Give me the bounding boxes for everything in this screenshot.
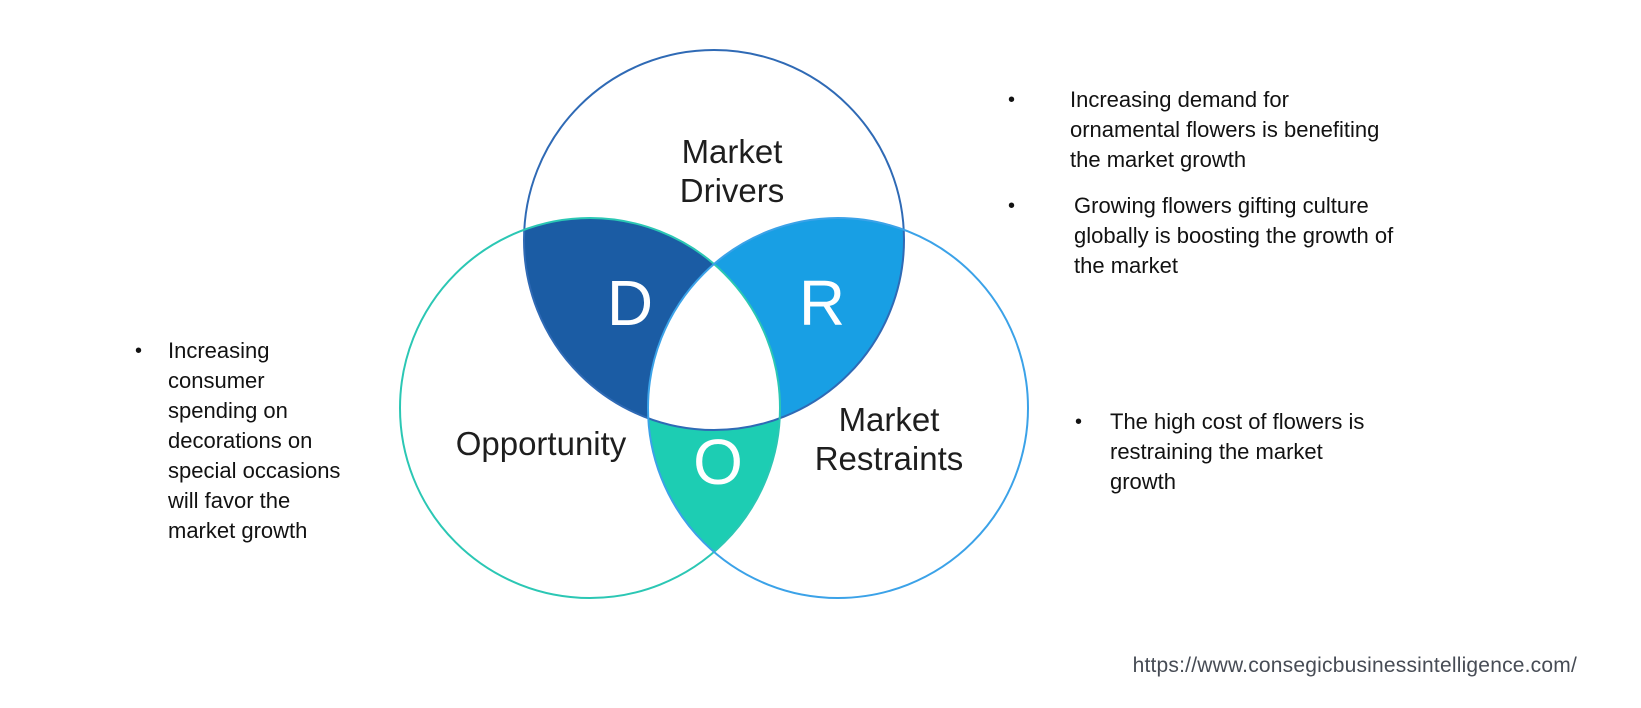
- list-item: • The high cost of flowers is restrainin…: [1075, 407, 1364, 497]
- label-market-drivers: Market Drivers: [679, 133, 785, 209]
- bullet-text: Increasing demand for ornamental flowers…: [1070, 87, 1380, 172]
- circle-restraints-outline: [647, 217, 1029, 599]
- bullet-text: The high cost of flowers is restraining …: [1110, 409, 1365, 494]
- circle-opportunity-outline: [399, 217, 781, 599]
- bullet-icon: •: [1008, 89, 1016, 111]
- bullet-text: Increasing consumer spending on decorati…: [168, 338, 341, 543]
- bullet-icon: •: [1075, 411, 1083, 433]
- center-region: [648, 218, 780, 430]
- list-item: • Increasing consumer spending on decora…: [135, 336, 340, 546]
- overlap-letter-r: R: [798, 267, 846, 339]
- circle-drivers-outline: [523, 49, 905, 431]
- label-opportunity: Opportunity: [455, 425, 627, 462]
- list-item: • Increasing demand for ornamental flowe…: [1006, 85, 1379, 175]
- list-item: • Growing flowers gifting culture global…: [1006, 191, 1393, 281]
- bullet-text: Growing flowers gifting culture globally…: [1074, 193, 1394, 278]
- overlap-letter-o: O: [693, 426, 743, 498]
- overlap-letter-d: D: [606, 267, 654, 339]
- footer-url-link[interactable]: https://www.consegicbusinessintelligence…: [1132, 654, 1577, 677]
- bullet-icon: •: [1008, 195, 1016, 217]
- label-market-restraints: Market Restraints: [814, 401, 964, 477]
- bullet-icon: •: [135, 340, 143, 362]
